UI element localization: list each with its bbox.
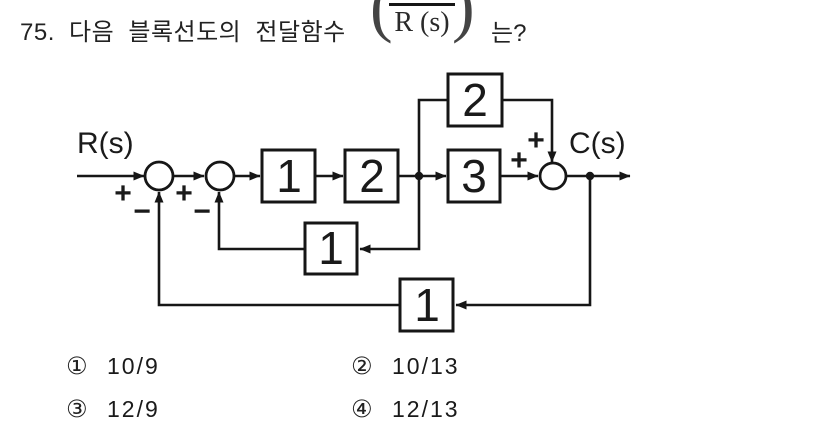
- gain-block-1-label: 1: [276, 150, 302, 202]
- sum1-minus-sign: −: [133, 195, 151, 228]
- gain-block-3: 3: [446, 148, 502, 204]
- question-suffix: 는?: [491, 20, 527, 47]
- sum3-plus-feedforward-sign: +: [527, 124, 545, 157]
- inner-feedback-block-label: 1: [318, 222, 344, 274]
- choice-4-marker: ④: [351, 395, 373, 423]
- fraction-bar: [389, 3, 455, 6]
- input-signal-label: R(s): [77, 127, 134, 160]
- outer-feedback-right-wire: [455, 176, 592, 310]
- question-text: 75. 다음 블록선도의 전달함수: [20, 19, 346, 46]
- inner-feedback-right-wire: [359, 176, 421, 254]
- gain-block-3-label: 3: [461, 150, 487, 202]
- fraction-right-paren: ): [452, 0, 475, 44]
- feedforward-block: 2: [446, 72, 504, 128]
- outer-feedback-block: 1: [398, 277, 455, 333]
- inner-feedback-block: 1: [303, 221, 359, 276]
- summing-junction-1: [143, 160, 175, 192]
- sum3-plus-forward-sign: +: [510, 144, 528, 177]
- branch-point-forward: [414, 171, 424, 181]
- outer-feedback-left-wire: [154, 191, 400, 307]
- sum2-plus-sign: +: [175, 177, 193, 210]
- gain-block-2: 2: [343, 148, 400, 204]
- choice-4-value: 12/13: [392, 396, 460, 422]
- inner-feedback-left-wire: [214, 191, 305, 251]
- diagram-wires: [77, 98, 631, 310]
- choice-1-value: 10/9: [107, 353, 160, 379]
- choice-2-marker: ②: [351, 352, 373, 380]
- fraction-left-paren: (: [370, 0, 393, 44]
- sum2-minus-sign: −: [193, 195, 211, 228]
- choice-3-marker: ③: [66, 395, 88, 423]
- branch-to-feedforward-wire: [417, 98, 448, 176]
- choice-3-value: 12/9: [107, 396, 160, 422]
- feedforward-block-label: 2: [462, 74, 488, 126]
- branch-point-output: [585, 171, 595, 181]
- gain-block-2-label: 2: [359, 150, 385, 202]
- outer-feedback-block-label: 1: [414, 279, 440, 331]
- output-signal-label: C(s): [569, 127, 626, 160]
- summing-junction-2: [204, 160, 236, 192]
- summing-junction-3: [538, 161, 568, 191]
- sum1-plus-sign: +: [114, 177, 132, 210]
- gain-block-1: 1: [260, 148, 317, 204]
- feedforward-to-sum3-wire: [502, 98, 557, 163]
- choice-1-marker: ①: [66, 352, 88, 380]
- choice-2-value: 10/13: [392, 353, 460, 379]
- fraction-denominator: R (s): [394, 7, 450, 38]
